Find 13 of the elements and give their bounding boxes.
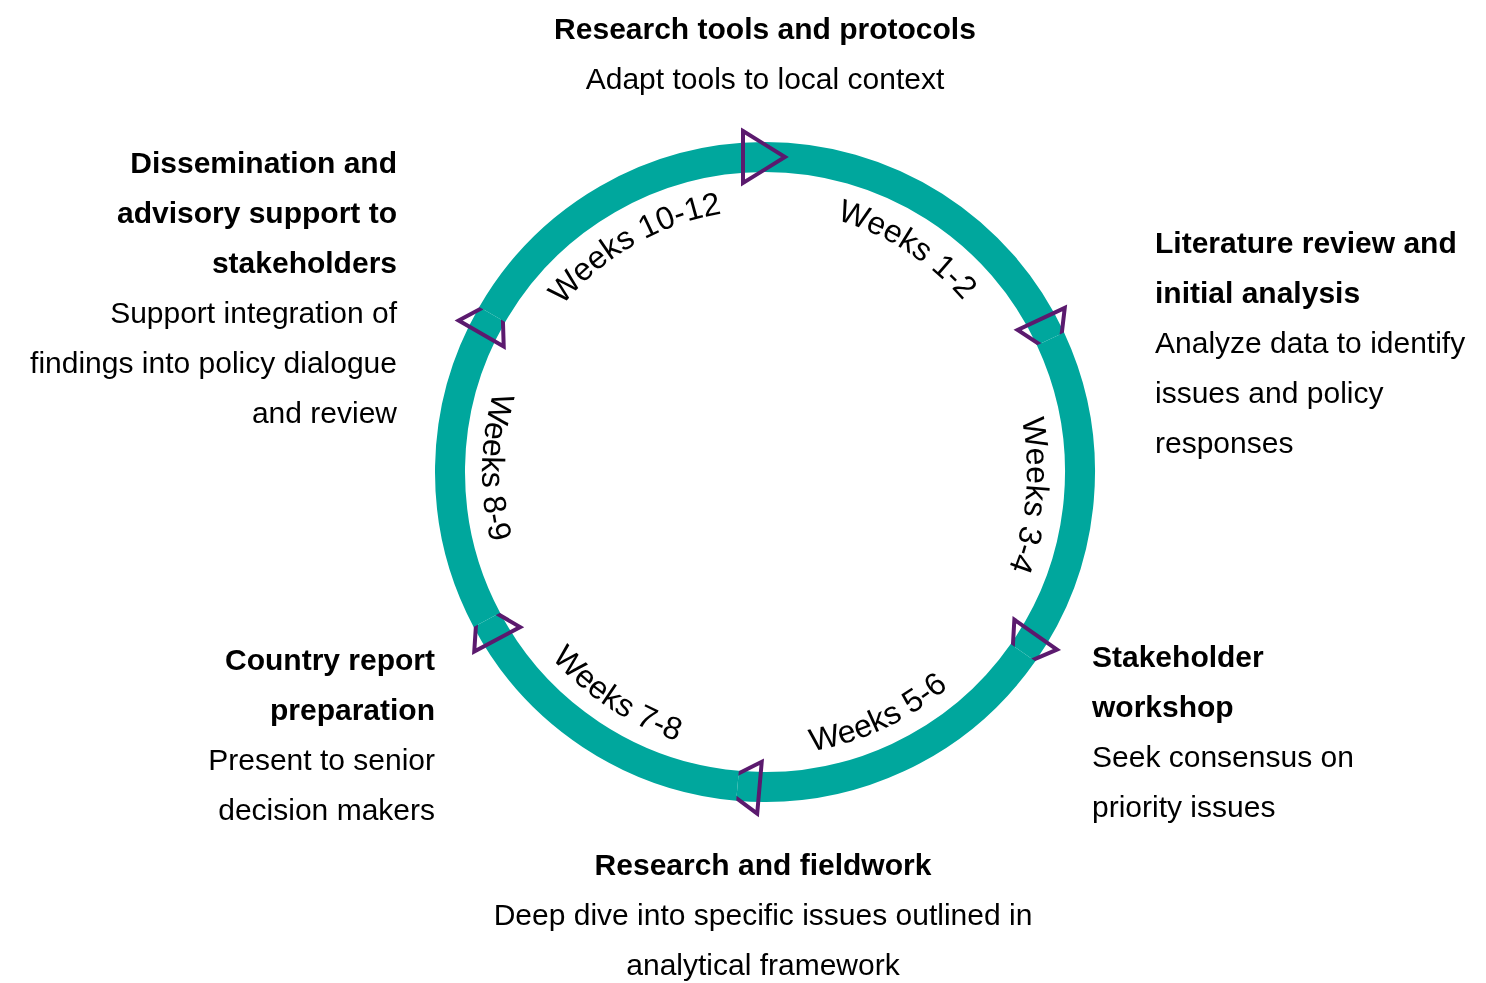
stage-heading: Research and fieldwork xyxy=(593,847,933,883)
stage-description: Deep dive into specific issues outlined in analytical framework xyxy=(492,897,1034,983)
stage-heading: Stakeholder workshop xyxy=(1092,639,1265,725)
stage-heading: Research tools and protocols xyxy=(553,11,977,47)
stage-description: Adapt tools to local context xyxy=(584,61,946,97)
stage-description: Seek consensus on priority issues xyxy=(1092,739,1355,825)
stage-description: Support integration of findings into policy dialogue and review xyxy=(29,295,397,431)
stage-description: Analyze data to identify issues and policy responses xyxy=(1155,325,1467,461)
stage-heading: Country report preparation xyxy=(224,642,435,728)
stage-description: Present to senior decision makers xyxy=(207,742,435,828)
ring-arrow xyxy=(479,130,787,323)
stage-heading: Literature review and initial analysis xyxy=(1155,225,1458,311)
stage-heading: Dissemination and advisory support to stakeholders xyxy=(115,145,397,281)
